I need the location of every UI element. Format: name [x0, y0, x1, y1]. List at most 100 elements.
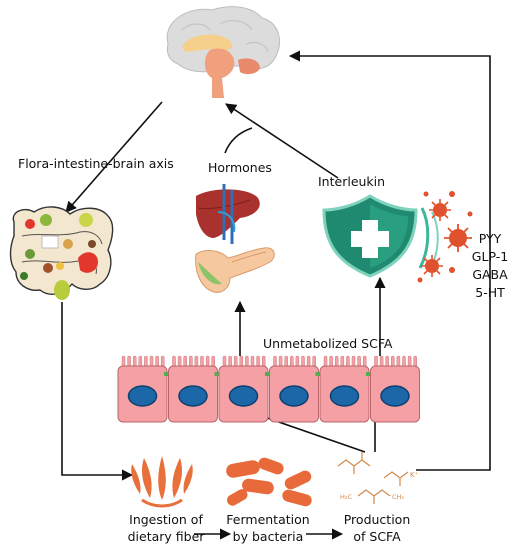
liver-icon	[196, 184, 260, 244]
microvillus	[413, 355, 417, 368]
microvillus	[155, 355, 159, 368]
microvillus	[306, 355, 311, 368]
cell-nucleus	[329, 385, 360, 407]
microvillus	[391, 355, 395, 368]
shield-cross-icon	[322, 194, 439, 278]
microvillus	[228, 355, 232, 368]
cell-nucleus	[228, 385, 259, 407]
epithelial-cell	[168, 355, 220, 423]
microvillus	[239, 355, 244, 368]
tight-junction	[366, 372, 371, 376]
label-step-production-1: Production	[344, 512, 411, 527]
microvillus	[200, 355, 204, 368]
epithelial-cell	[218, 355, 270, 423]
arrow-hormones-join	[224, 127, 253, 154]
epithelial-cell	[269, 355, 321, 423]
label-mediator-pyy: PYY	[479, 231, 502, 246]
virus-icon	[417, 191, 473, 283]
label-step-ingestion-1: Ingestion of	[129, 512, 203, 527]
microvillus	[357, 355, 361, 368]
label-mediator-5ht: 5-HT	[475, 285, 505, 300]
microvillus	[273, 355, 277, 368]
label-chem-ch3: CH₃	[392, 493, 404, 501]
microvillus	[334, 355, 339, 368]
microvillus	[194, 355, 199, 368]
arrow-interleukin	[225, 103, 339, 179]
microvillus	[362, 355, 367, 368]
epithelial-cells-icon	[117, 355, 420, 423]
microvillus	[329, 355, 333, 368]
microvillus	[379, 355, 384, 368]
intestine-food-icon	[9, 206, 114, 300]
tight-junction	[214, 372, 220, 376]
microvillus	[177, 355, 182, 368]
label-chem-ion: K⁺	[410, 471, 419, 479]
microvillus	[340, 355, 345, 368]
arrow-scfa-to-cells-2	[249, 411, 366, 453]
label-step-fermentation-1: Fermentation	[226, 512, 309, 527]
arrow-mediators-loop	[288, 50, 491, 471]
label-interleukin: Interleukin	[318, 174, 385, 189]
microvillus	[374, 355, 378, 368]
microvillus	[407, 355, 412, 368]
tight-junction	[164, 372, 169, 376]
microvillus	[132, 355, 137, 368]
microvillus	[256, 355, 260, 368]
microvillus	[211, 355, 215, 368]
epithelial-cell	[117, 355, 169, 423]
microvillus	[402, 355, 406, 368]
microvillus	[233, 355, 238, 368]
microvillus	[396, 355, 401, 368]
microvillus	[385, 355, 389, 368]
microvillus	[284, 355, 288, 368]
microvillus	[245, 355, 249, 368]
wheat-icon	[131, 456, 193, 508]
microvillus	[261, 355, 266, 368]
brain-icon	[166, 6, 280, 98]
label-unmetabolized-scfa: Unmetabolized SCFA	[263, 336, 393, 351]
microvillus	[138, 355, 143, 368]
cell-nucleus	[279, 385, 309, 407]
microvillus	[323, 355, 328, 368]
cell-nucleus	[380, 385, 410, 407]
arrow-axis	[65, 101, 163, 213]
label-hormones: Hormones	[208, 160, 272, 175]
microvillus	[312, 355, 316, 368]
microvillus	[346, 355, 350, 368]
label-mediator-gaba: GABA	[472, 267, 508, 282]
microvillus	[121, 355, 126, 368]
tight-junction	[315, 372, 321, 376]
scfa-molecule-icon	[337, 452, 409, 504]
epithelial-cell	[319, 355, 371, 423]
microvillus	[149, 355, 154, 368]
label-chem-h3c: H₃C	[340, 493, 352, 501]
microvillus	[127, 355, 131, 368]
cell-nucleus	[178, 385, 208, 407]
microvillus	[278, 355, 283, 368]
microvillus	[160, 355, 165, 368]
label-axis: Flora-intestine-brain axis	[18, 156, 174, 171]
microvillus	[295, 355, 300, 368]
microvillus	[351, 355, 356, 368]
microvillus	[189, 355, 193, 368]
microvillus	[205, 355, 210, 368]
arrow-intestine-to-fiber	[61, 302, 134, 481]
pancreas-icon	[195, 247, 275, 293]
label-step-ingestion-2: dietary fiber	[128, 529, 206, 544]
epithelial-cell	[370, 355, 420, 423]
tight-junction	[265, 372, 270, 376]
cell-nucleus	[127, 385, 158, 407]
microvillus	[144, 355, 148, 368]
microvillus	[222, 355, 227, 368]
microvillus	[172, 355, 176, 368]
label-mediator-glp1: GLP-1	[472, 249, 508, 264]
microvillus	[183, 355, 187, 368]
microvillus	[290, 355, 294, 368]
label-step-production-2: of SCFA	[353, 529, 401, 544]
label-step-fermentation-2: by bacteria	[233, 529, 304, 544]
bacteria-icon	[226, 457, 312, 507]
arrows	[61, 50, 491, 540]
microvillus	[250, 355, 255, 368]
microvillus	[301, 355, 305, 368]
